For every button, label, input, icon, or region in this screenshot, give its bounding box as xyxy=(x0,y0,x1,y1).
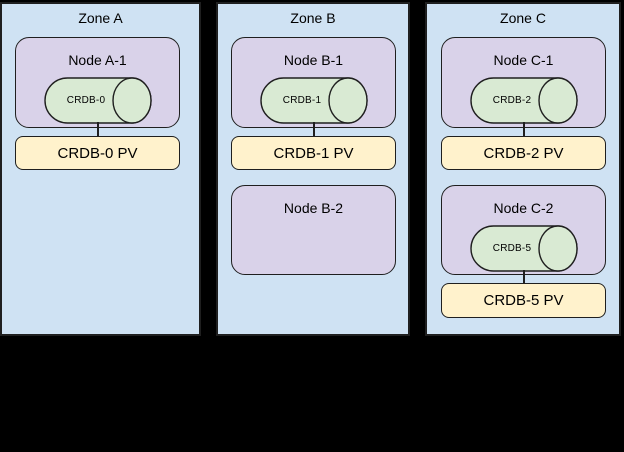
connector-a1-pv xyxy=(97,122,99,136)
zone-b-label: Zone B xyxy=(290,10,336,26)
connector-b1-pv xyxy=(313,122,315,136)
pv-crdb-2-label: CRDB-2 PV xyxy=(483,144,564,162)
database-cylinder-icon xyxy=(44,77,152,124)
pod-crdb-1: CRDB-1 xyxy=(260,77,368,124)
pv-crdb-1-label: CRDB-1 PV xyxy=(273,144,354,162)
node-c1: Node C-1 CRDB-2 xyxy=(441,37,606,128)
zone-c: Zone C Node C-1 CRDB-2 CRDB-2 PV Node C-… xyxy=(425,2,621,336)
pv-crdb-0-label: CRDB-0 PV xyxy=(57,144,138,162)
database-cylinder-icon xyxy=(470,77,578,124)
node-c2-label: Node C-2 xyxy=(493,200,554,216)
pod-crdb-1-label: CRDB-1 xyxy=(282,95,322,106)
zone-a: Zone A Node A-1 CRDB-0 CRDB-0 PV xyxy=(0,2,201,336)
node-c1-label: Node C-1 xyxy=(493,52,554,68)
pod-crdb-0: CRDB-0 xyxy=(44,77,152,124)
node-b1-label: Node B-1 xyxy=(283,52,344,68)
pod-crdb-0-label: CRDB-0 xyxy=(66,95,106,106)
pv-crdb-1: CRDB-1 PV xyxy=(231,136,396,170)
pod-crdb-5: CRDB-5 xyxy=(470,225,578,272)
pv-crdb-2: CRDB-2 PV xyxy=(441,136,606,170)
pod-crdb-5-label: CRDB-5 xyxy=(492,243,532,254)
pv-crdb-5: CRDB-5 PV xyxy=(441,283,606,318)
pv-crdb-5-label: CRDB-5 PV xyxy=(483,292,564,309)
connector-c1-pv xyxy=(523,122,525,136)
database-cylinder-icon xyxy=(260,77,368,124)
node-c2: Node C-2 CRDB-5 xyxy=(441,185,606,275)
pv-crdb-0: CRDB-0 PV xyxy=(15,136,180,170)
node-b2-label: Node B-2 xyxy=(283,200,344,216)
database-cylinder-icon xyxy=(470,225,578,272)
node-a1: Node A-1 CRDB-0 xyxy=(15,37,180,128)
pod-crdb-2: CRDB-2 xyxy=(470,77,578,124)
node-a1-label: Node A-1 xyxy=(68,52,127,68)
node-b2: Node B-2 xyxy=(231,185,396,275)
zone-a-label: Zone A xyxy=(78,10,123,26)
zone-c-label: Zone C xyxy=(500,10,546,26)
pod-crdb-2-label: CRDB-2 xyxy=(492,95,532,106)
connector-c2-pv xyxy=(523,270,525,283)
zone-b: Zone B Node B-1 CRDB-1 CRDB-1 PV Node B-… xyxy=(216,2,410,336)
node-b1: Node B-1 CRDB-1 xyxy=(231,37,396,128)
